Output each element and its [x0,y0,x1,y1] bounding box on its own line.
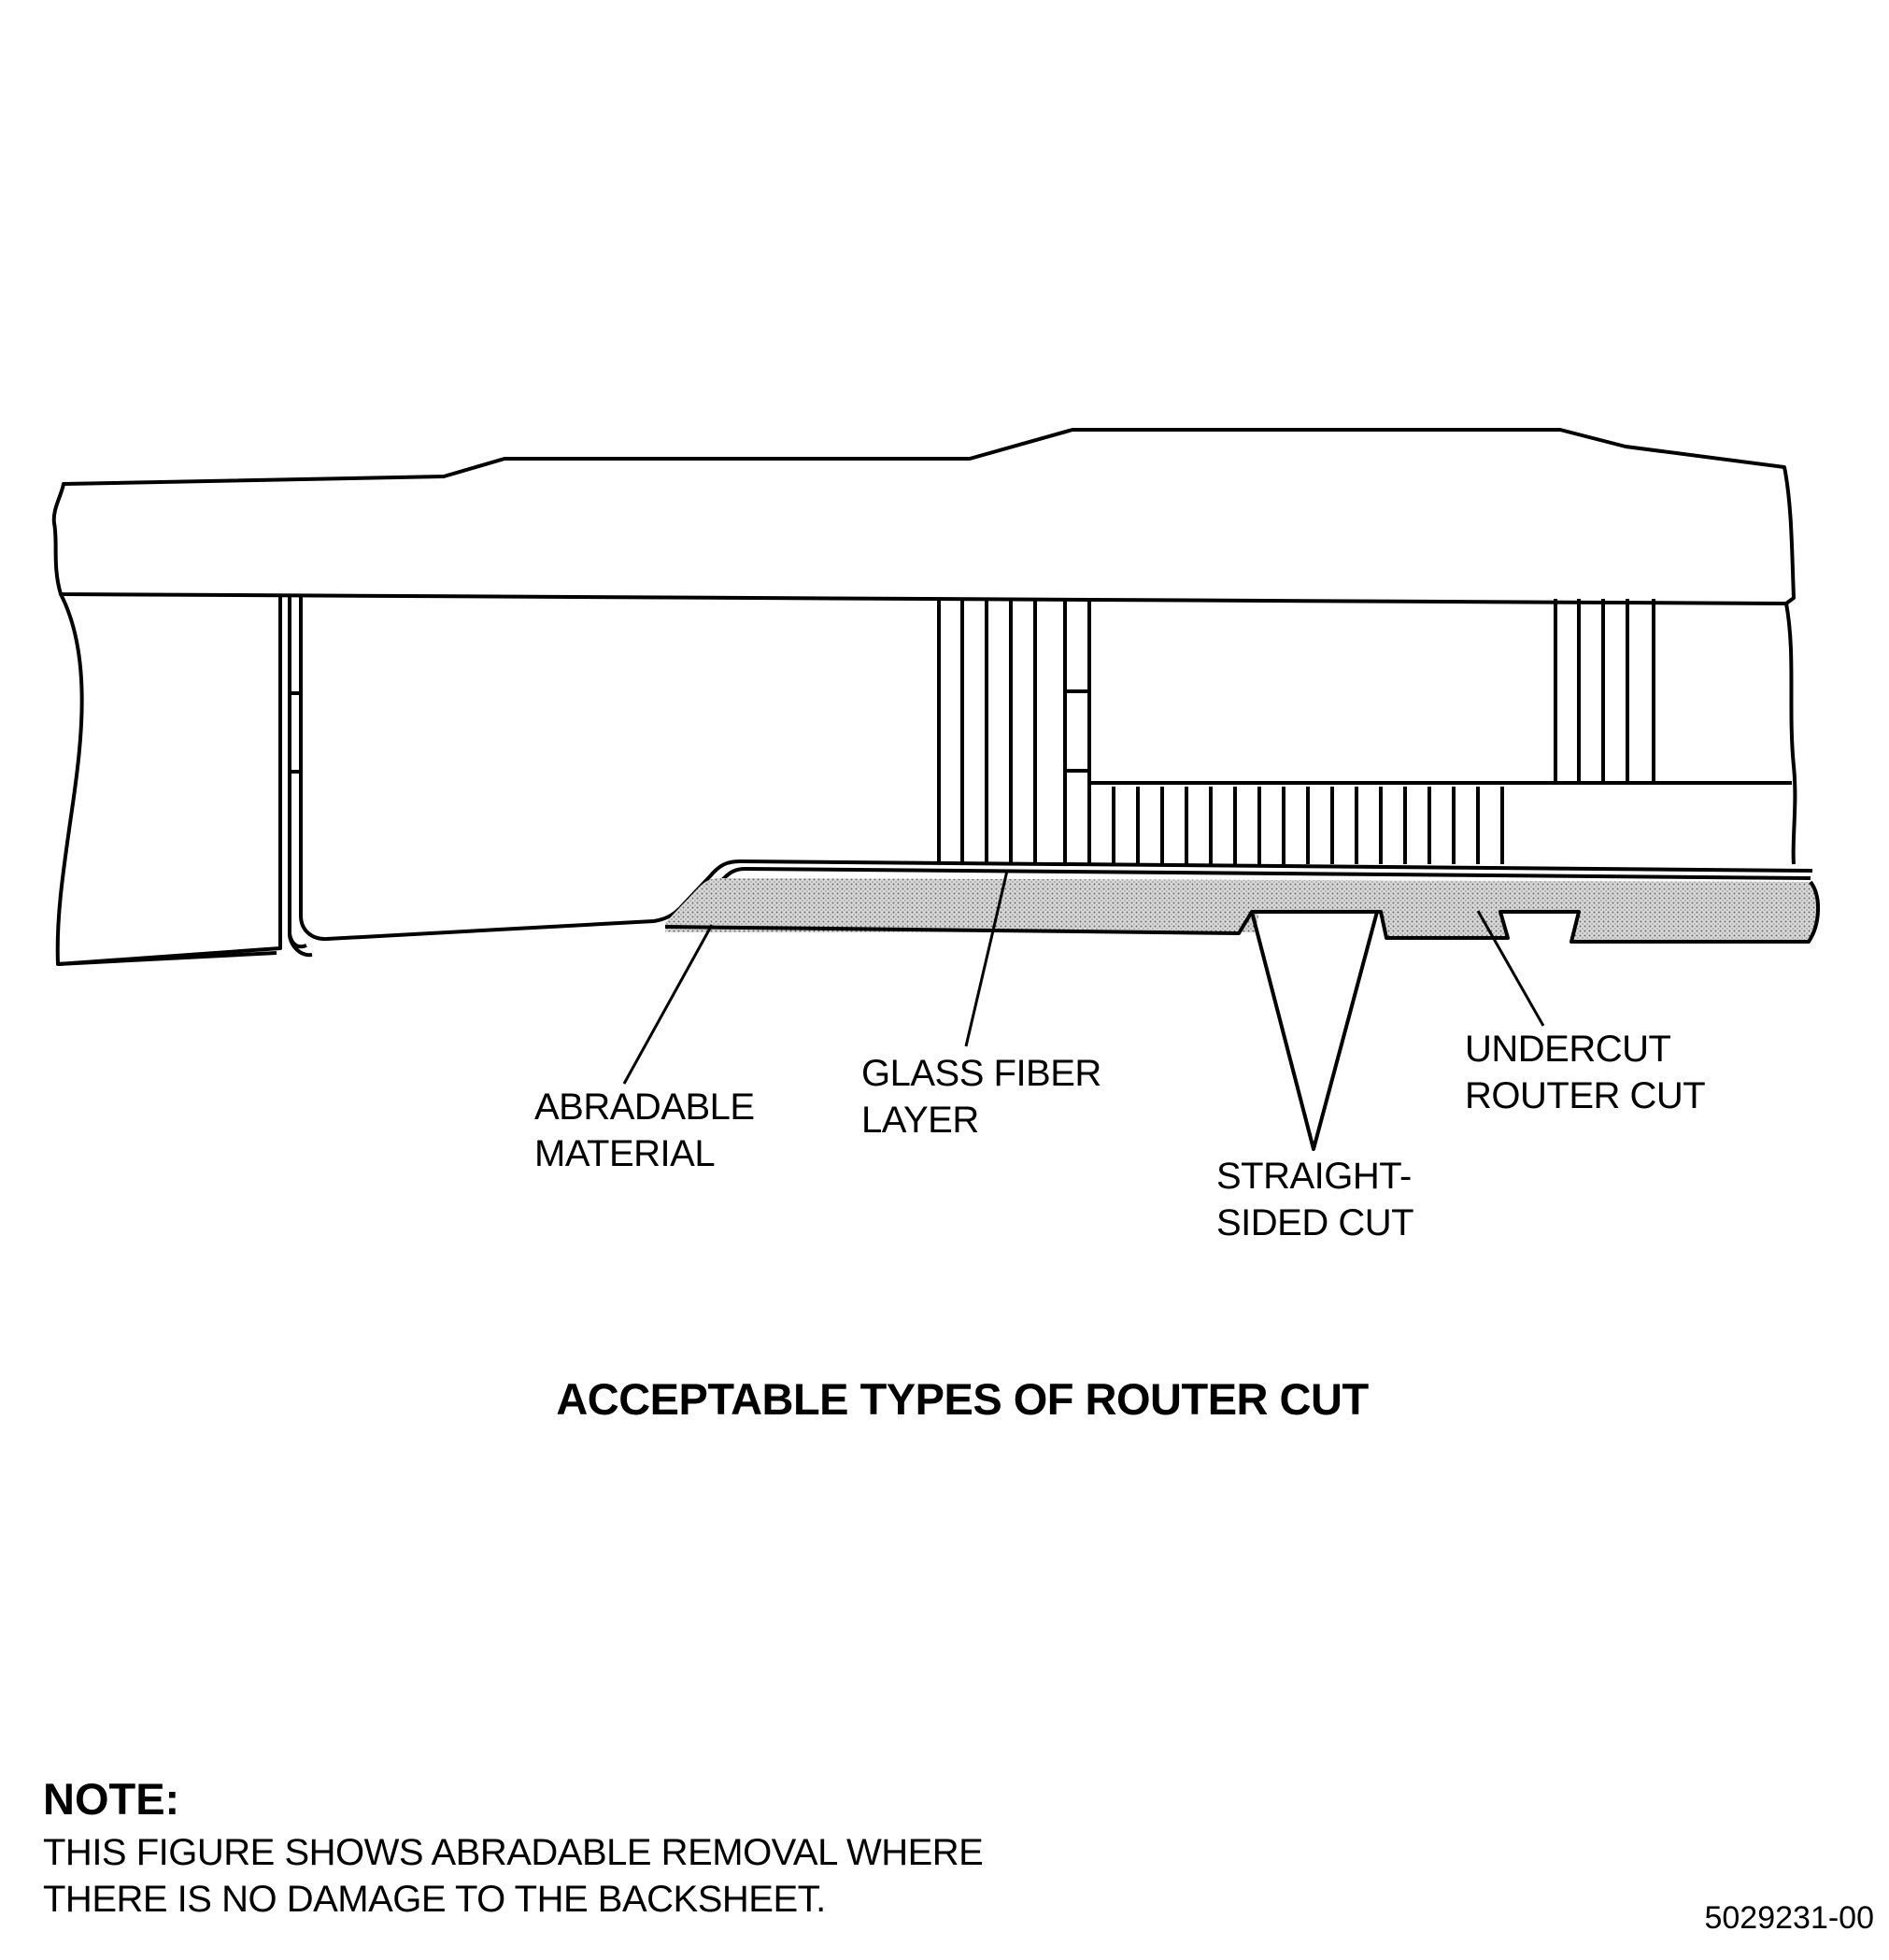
label-glass-fiber-layer: GLASS FIBER LAYER [861,1053,1101,1141]
leader-lines [622,870,1545,1085]
straight-sided-cut [1250,911,1379,1151]
honeycomb-right-block [1554,599,1655,783]
svg-text:SIDED CUT: SIDED CUT [1216,1202,1413,1243]
note-line-2: THERE IS NO DAMAGE TO THE BACKSHEET. [43,1879,826,1920]
svg-text:STRAIGHT-: STRAIGHT- [1216,1156,1412,1197]
note-line-1: THIS FIGURE SHOWS ABRADABLE REMOVAL WHER… [43,1832,983,1873]
abradable-material-band [664,878,1821,944]
svg-text:LAYER: LAYER [861,1100,979,1141]
svg-text:UNDERCUT: UNDERCUT [1465,1029,1671,1070]
figure-title: ACCEPTABLE TYPES OF ROUTER CUT [556,1374,1369,1424]
left-seal-strip [55,593,682,966]
note-heading: NOTE: [43,1774,179,1824]
note-block: NOTE: THIS FIGURE SHOWS ABRADABLE REMOVA… [43,1774,984,1920]
backsheet-layer [678,859,1813,913]
casing-right-edge [1784,603,1797,865]
svg-text:ABRADABLE: ABRADABLE [534,1087,755,1128]
label-straight-sided-cut: STRAIGHT- SIDED CUT [1216,1156,1414,1243]
label-undercut-router-cut: UNDERCUT ROUTER CUT [1465,1029,1706,1116]
label-abradable-material: ABRADABLE MATERIAL [534,1087,755,1174]
svg-text:MATERIAL: MATERIAL [534,1133,715,1174]
svg-text:ROUTER CUT: ROUTER CUT [1465,1075,1705,1116]
casing-top [51,428,1796,605]
honeycomb-left-block [937,599,1091,864]
svg-text:GLASS FIBER: GLASS FIBER [861,1053,1101,1094]
figure-id: 5029231-00 [1704,1900,1874,1936]
honeycomb-lower-block [1087,781,1792,864]
